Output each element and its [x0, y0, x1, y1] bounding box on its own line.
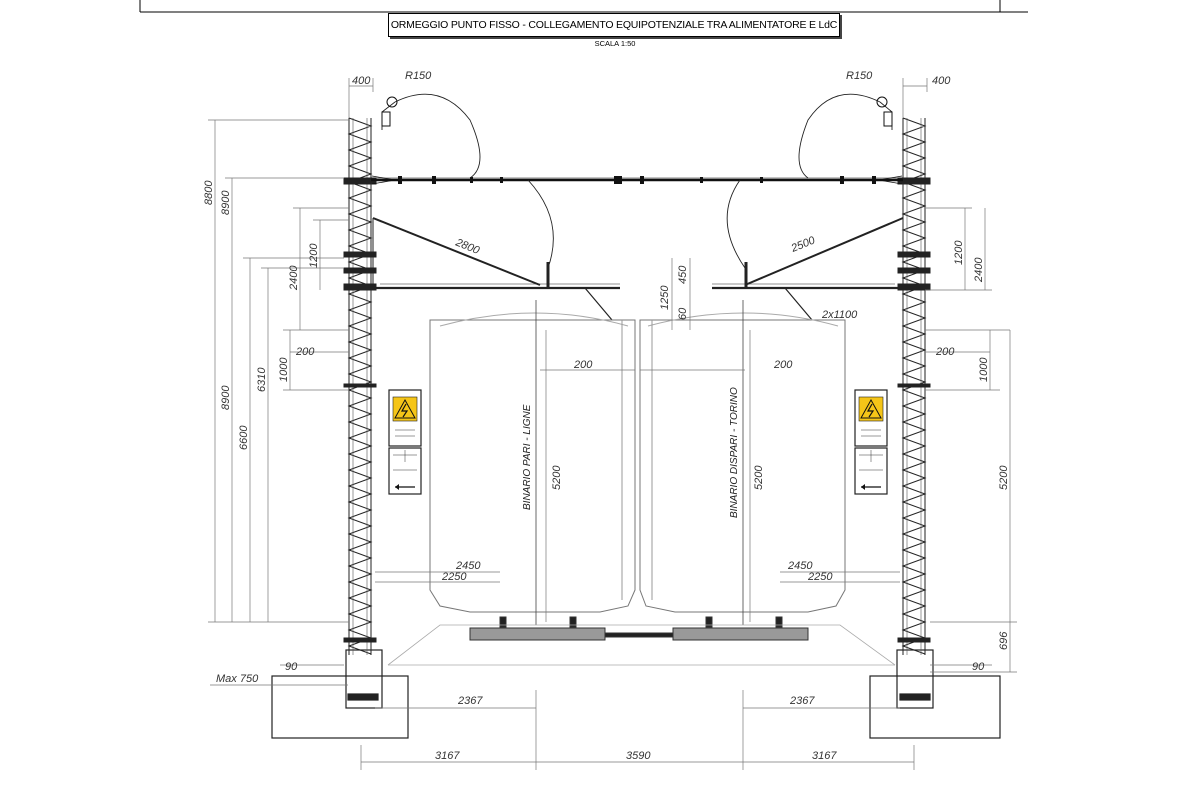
vehicle-gauge-right: [639, 312, 846, 613]
drawing-title: ORMEGGIO PUNTO FISSO - COLLEGAMENTO EQUI…: [388, 13, 840, 37]
dim-max750: Max 750: [216, 673, 259, 685]
dim-400-right: 400: [932, 75, 951, 87]
dim-200-center-right: 200: [773, 359, 793, 371]
dim-200-center-left: 200: [573, 359, 593, 371]
dim-8900: 8900: [220, 190, 232, 215]
dim-2450-left: 2450: [455, 560, 481, 572]
embankment: [387, 624, 896, 666]
dim-1000-right: 1000: [978, 357, 990, 382]
dim-2x1100: 2x1100: [821, 309, 858, 321]
dim-r150-left: R150: [405, 70, 432, 82]
dimension-lines: [208, 78, 1017, 770]
dim-200-right: 200: [935, 346, 955, 358]
dim-5200-right: 5200: [753, 465, 765, 490]
dim-60: 60: [677, 307, 689, 320]
dim-1200-right: 1200: [953, 240, 965, 265]
dim-1250: 1250: [659, 285, 671, 310]
dim-2250-right: 2250: [807, 571, 833, 583]
drawing-scale: SCALA 1:50: [594, 39, 636, 48]
dim-90-right: 90: [972, 661, 985, 673]
warning-sign-left: [388, 389, 422, 495]
dim-8900b: 8900: [220, 385, 232, 410]
dim-brace-right: 2500: [789, 234, 818, 255]
cantilever-left: [372, 217, 620, 321]
span-insulators: [398, 176, 876, 184]
dim-6600: 6600: [238, 425, 250, 450]
dimension-texts: 400 400 R150 R150 8800 8900 8900 6600 63…: [203, 70, 1010, 762]
dim-2367-left: 2367: [457, 695, 483, 707]
dim-2250-left: 2250: [441, 571, 467, 583]
vehicle-gauge-left: [429, 312, 636, 613]
dim-3167-left: 3167: [435, 750, 460, 762]
dim-200-left: 200: [295, 346, 315, 358]
dim-5200-left: 5200: [551, 465, 563, 490]
dim-450: 450: [677, 265, 689, 284]
dim-400-left: 400: [352, 75, 371, 87]
dim-2367-right: 2367: [789, 695, 815, 707]
dim-1000-left: 1000: [278, 357, 290, 382]
dim-90-left: 90: [285, 661, 298, 673]
feeder-cables: [381, 93, 893, 269]
dim-3590: 3590: [626, 750, 651, 762]
mast-clamps: [343, 177, 931, 643]
feeder-clamps: [381, 96, 893, 127]
dim-8800: 8800: [203, 180, 215, 205]
dim-6310: 6310: [256, 367, 268, 392]
cantilever-right: [712, 217, 904, 321]
track-label-right: BINARIO DISPARI - TORINO: [729, 387, 740, 518]
catenary-span: [371, 175, 903, 185]
dim-brace-left: 2800: [453, 236, 482, 257]
track-centerlines: [535, 300, 744, 625]
dim-3167-right: 3167: [812, 750, 837, 762]
dim-696: 696: [998, 631, 1010, 650]
foundation-left: [271, 649, 409, 739]
track-label-left: BINARIO PARI - LIGNE: [522, 404, 533, 510]
dim-1200-left: 1200: [308, 243, 320, 268]
dim-5200-right-outer: 5200: [998, 465, 1010, 490]
dim-2450-right: 2450: [787, 560, 813, 572]
ballast: [469, 616, 809, 641]
dim-2400-right: 2400: [973, 257, 985, 283]
sheet-frame: [139, 0, 1028, 13]
warning-sign-right: [854, 389, 888, 495]
dim-r150-right: R150: [846, 70, 873, 82]
dim-2400-left: 2400: [288, 265, 300, 291]
